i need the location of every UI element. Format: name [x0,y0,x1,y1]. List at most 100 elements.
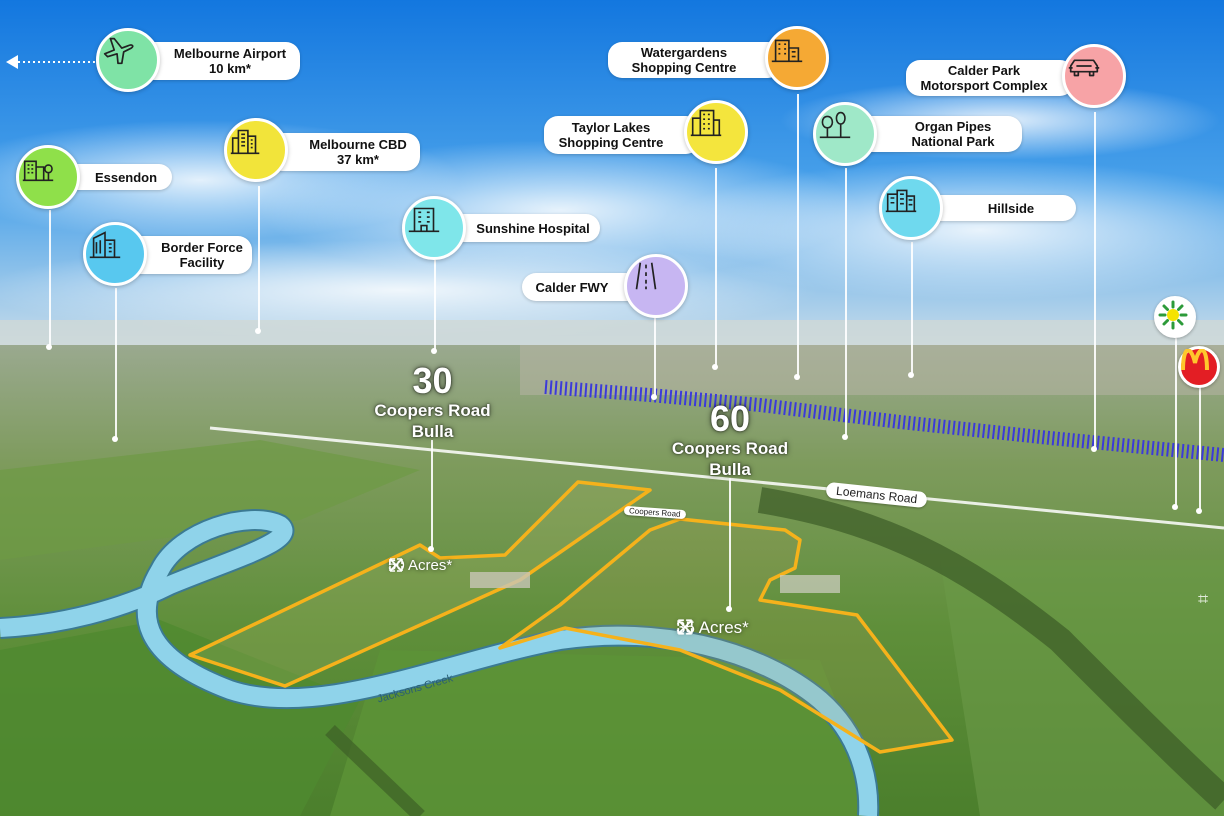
stem-calder-park [1094,112,1096,448]
poi-title: Sunshine Hospital [476,220,590,236]
poi-calder-park[interactable] [1062,44,1126,108]
stem-dot [46,344,52,350]
poi-title: Organ Pipes [914,119,992,134]
stem-mcdonalds [1199,386,1201,510]
poi-label-hillside[interactable]: Hillside [924,195,1076,221]
poi-distance: 37 km* [337,152,379,167]
site-street: Coopers Road [374,401,491,420]
poi-title: Calder FWY [535,279,609,295]
poi-title: Essendon [94,169,158,185]
poi-hillside[interactable] [879,176,943,240]
poi-subtitle: Facility [179,255,225,270]
stem-border-force [115,288,117,438]
poi-border-force[interactable] [83,222,147,286]
farm-building [470,572,530,588]
area-text: 35 Acres* [676,618,749,637]
poi-melbourne-airport[interactable] [96,28,160,92]
poi-title: Taylor Lakes [571,120,651,135]
stem-bp [1175,338,1177,506]
park-trees-icon [819,111,851,139]
site-60-boundary[interactable] [498,517,954,754]
poi-subtitle: Motorsport Complex [920,78,1048,93]
stem-dot [428,546,434,552]
race-car-icon [1068,59,1100,77]
poi-label-melbourne-cbd[interactable]: Melbourne CBD 37 km* [268,133,420,171]
hospital-icon [408,207,440,233]
stem-dot [1196,508,1202,514]
buildings-trees-icon [22,160,54,182]
poi-label-organ-pipes[interactable]: Organ Pipes National Park [858,116,1022,152]
poi-calder-fwy[interactable] [624,254,688,318]
stem-dot [431,348,437,354]
field-patch [330,650,880,816]
stem-dot [794,374,800,380]
field-patch [940,560,1224,816]
stem-melbourne-cbd [258,186,260,330]
poi-title: Hillside [987,200,1035,216]
stem-watergardens [797,94,799,376]
tree-line [757,487,1224,810]
field-patch [0,620,360,816]
city-buildings-icon [230,129,260,155]
shopping-building-icon [771,39,803,63]
expand-arrows-icon [389,558,403,572]
site-60-area: 35 Acres* [676,618,749,638]
stem-dot [1091,446,1097,452]
site-number: 30 [412,360,453,401]
poi-label-taylor-lakes[interactable]: Taylor Lakes Shopping Centre [544,116,700,154]
stem-dot [112,436,118,442]
poi-title: Border Force [161,240,243,255]
mcdonalds-logo-icon [1178,346,1220,388]
poi-label-border-force[interactable]: Border Force Facility [126,236,252,274]
poi-essendon[interactable] [16,145,80,209]
poi-label-watergardens[interactable]: Watergardens Shopping Centre [608,42,782,78]
poi-distance: 10 km* [209,61,251,76]
poi-watergardens[interactable] [765,26,829,90]
poi-melbourne-cbd[interactable] [224,118,288,182]
poi-title: Melbourne Airport [173,46,287,61]
stem-calder-fwy [654,316,656,396]
site-suburb: Bulla [709,460,751,479]
stem-hillside [911,242,913,374]
stem-site-60 [729,478,731,608]
site-60-label[interactable]: 60 Coopers Road Bulla [656,400,804,480]
poi-sunshine-hospital[interactable] [402,196,466,260]
poi-label-calder-park[interactable]: Calder Park Motorsport Complex [906,60,1074,96]
stem-dot [651,394,657,400]
bp-logo-icon [1154,296,1196,338]
poi-organ-pipes[interactable] [813,102,877,166]
stem-site-30 [431,440,433,548]
office-tower-icon [89,231,121,259]
distant-suburbs [520,345,1224,395]
site-30-boundary[interactable] [188,480,652,688]
site-street: Coopers Road [671,439,789,458]
poi-subtitle: Shopping Centre [558,135,664,150]
farm-building [780,575,840,593]
area-text: 50 Acres* [388,557,453,574]
site-suburb: Bulla [411,422,454,441]
poi-title: Melbourne CBD [309,137,407,152]
shopping-centre-icon [690,109,722,137]
loemans-road-line [209,426,1224,530]
stem-dot [726,606,732,612]
stem-dot [908,372,914,378]
poi-label-calder-fwy[interactable]: Calder FWY [522,273,642,301]
stem-sunshine-hospital [434,260,436,350]
site-number: 60 [709,398,751,439]
airplane-icon [103,37,134,65]
suburb-buildings-icon [885,189,917,213]
poi-label-sunshine-hospital[interactable]: Sunshine Hospital [444,214,600,242]
expand-arrows-icon [677,619,693,635]
stem-dot [712,364,718,370]
jacksons-creek [0,511,878,816]
site-30-label[interactable]: 30 Coopers Road Bulla [360,362,505,442]
poi-taylor-lakes[interactable] [684,100,748,164]
stem-organ-pipes [845,168,847,436]
poi-title: Watergardens [640,45,728,60]
poi-title: Calder Park [947,63,1021,78]
stem-dot [1172,504,1178,510]
poi-label-melbourne-airport[interactable]: Melbourne Airport 10 km* [140,42,300,80]
field-patch [0,440,420,560]
